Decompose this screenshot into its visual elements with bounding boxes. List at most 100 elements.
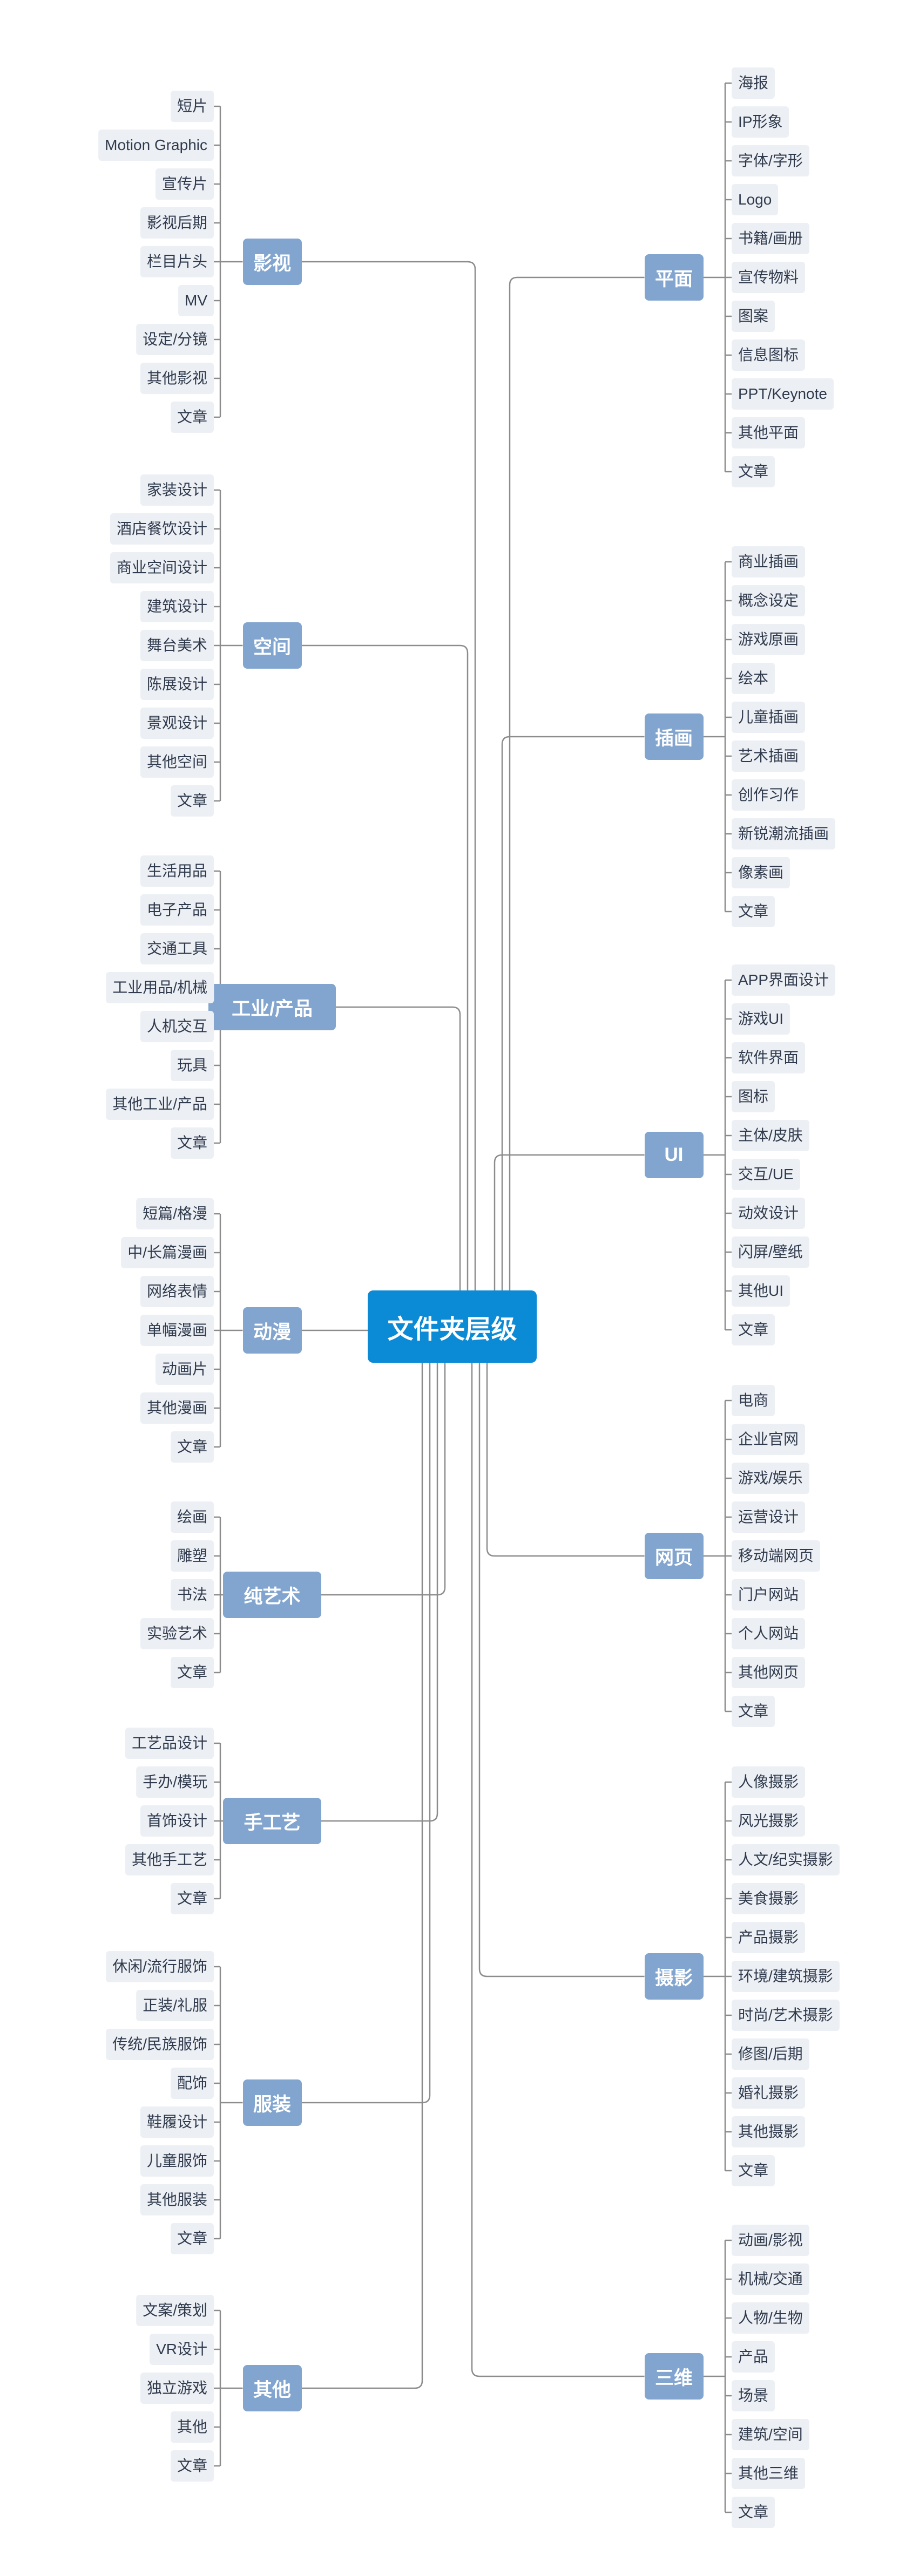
leaf-node[interactable]: 艺术插画 [732, 740, 806, 772]
leaf-node[interactable]: 其他 [170, 2411, 214, 2443]
leaf-node[interactable]: 人物/生物 [732, 2302, 809, 2334]
leaf-node[interactable]: 人文/纪实摄影 [732, 1844, 840, 1875]
leaf-node[interactable]: 其他三维 [732, 2458, 806, 2489]
leaf-node[interactable]: 商业插画 [732, 546, 806, 577]
leaf-node[interactable]: 游戏/娱乐 [732, 1463, 809, 1494]
leaf-node[interactable]: 短篇/格漫 [136, 1198, 214, 1229]
leaf-node[interactable]: 其他摄影 [732, 2116, 806, 2147]
branch-node[interactable]: 空间 [242, 622, 302, 669]
branch-node[interactable]: 平面 [644, 254, 704, 301]
leaf-node[interactable]: 其他空间 [140, 746, 214, 778]
leaf-node[interactable]: 门户网站 [732, 1579, 806, 1610]
leaf-node[interactable]: 其他影视 [140, 363, 214, 394]
leaf-node[interactable]: 电商 [732, 1385, 775, 1416]
leaf-node[interactable]: 海报 [732, 67, 775, 99]
leaf-node[interactable]: 交互/UE [732, 1159, 800, 1190]
leaf-node[interactable]: 书籍/画册 [732, 223, 809, 254]
leaf-node[interactable]: 其他平面 [732, 417, 806, 448]
leaf-node[interactable]: 文案/策划 [136, 2295, 214, 2326]
leaf-node[interactable]: 时尚/艺术摄影 [732, 2000, 840, 2031]
leaf-node[interactable]: 修图/后期 [732, 2038, 809, 2070]
branch-node[interactable]: 插画 [644, 713, 704, 760]
leaf-node[interactable]: 单幅漫画 [140, 1315, 214, 1346]
leaf-node[interactable]: 生活用品 [140, 855, 214, 887]
branch-node[interactable]: 影视 [242, 239, 302, 285]
leaf-node[interactable]: 移动端网页 [732, 1540, 821, 1572]
leaf-node[interactable]: 文章 [732, 1314, 775, 1345]
branch-node[interactable]: 服装 [242, 2079, 302, 2126]
leaf-node[interactable]: 绘本 [732, 663, 775, 694]
leaf-node[interactable]: 儿童服饰 [140, 2145, 214, 2177]
leaf-node[interactable]: 书法 [170, 1579, 214, 1610]
leaf-node[interactable]: 建筑/空间 [732, 2419, 809, 2450]
leaf-node[interactable]: 实验艺术 [140, 1618, 214, 1649]
leaf-node[interactable]: 文章 [732, 2155, 775, 2186]
leaf-node[interactable]: 宣传物料 [732, 262, 806, 293]
leaf-node[interactable]: 正装/礼服 [136, 1990, 214, 2021]
leaf-node[interactable]: VR设计 [150, 2334, 214, 2365]
leaf-node[interactable]: 景观设计 [140, 708, 214, 739]
leaf-node[interactable]: 设定/分镜 [136, 324, 214, 355]
leaf-node[interactable]: 动画片 [155, 1354, 214, 1385]
leaf-node[interactable]: 商业空间设计 [110, 552, 214, 583]
leaf-node[interactable]: 文章 [170, 1883, 214, 1914]
leaf-node[interactable]: 栏目片头 [140, 246, 214, 277]
leaf-node[interactable]: 动效设计 [732, 1198, 806, 1229]
leaf-node[interactable]: 文章 [170, 2223, 214, 2254]
leaf-node[interactable]: 环境/建筑摄影 [732, 1961, 840, 1992]
leaf-node[interactable]: MV [178, 285, 214, 316]
leaf-node[interactable]: 酒店餐饮设计 [110, 513, 214, 545]
leaf-node[interactable]: 工业用品/机械 [106, 972, 214, 1003]
leaf-node[interactable]: 人像摄影 [732, 1766, 806, 1798]
leaf-node[interactable]: 舞台美术 [140, 630, 214, 661]
leaf-node[interactable]: 文章 [170, 1431, 214, 1463]
leaf-node[interactable]: 中/长篇漫画 [121, 1237, 214, 1268]
leaf-node[interactable]: PPT/Keynote [732, 378, 834, 410]
leaf-node[interactable]: 儿童插画 [732, 702, 806, 733]
leaf-node[interactable]: APP界面设计 [732, 964, 836, 996]
leaf-node[interactable]: 工艺品设计 [125, 1728, 214, 1759]
leaf-node[interactable]: 文章 [170, 2450, 214, 2482]
leaf-node[interactable]: 文章 [170, 402, 214, 433]
leaf-node[interactable]: 文章 [732, 1696, 775, 1727]
leaf-node[interactable]: 其他服装 [140, 2184, 214, 2215]
leaf-node[interactable]: 闪屏/壁纸 [732, 1236, 809, 1268]
branch-node[interactable]: 纯艺术 [223, 1572, 321, 1618]
leaf-node[interactable]: 主体/皮肤 [732, 1120, 809, 1151]
leaf-node[interactable]: 建筑设计 [140, 591, 214, 622]
leaf-node[interactable]: 动画/影视 [732, 2225, 809, 2256]
branch-node[interactable]: 摄影 [644, 1953, 704, 2000]
leaf-node[interactable]: 电子产品 [140, 894, 214, 926]
leaf-node[interactable]: 休闲/流行服饰 [106, 1951, 214, 1982]
leaf-node[interactable]: 字体/字形 [732, 145, 809, 176]
leaf-node[interactable]: 网络表情 [140, 1276, 214, 1307]
leaf-node[interactable]: 文章 [732, 896, 775, 927]
leaf-node[interactable]: Motion Graphic [98, 130, 214, 161]
leaf-node[interactable]: 绘画 [170, 1501, 214, 1533]
leaf-node[interactable]: 宣传片 [155, 168, 214, 200]
leaf-node[interactable]: 图案 [732, 301, 775, 332]
leaf-node[interactable]: 文章 [732, 456, 775, 487]
branch-node[interactable]: 网页 [644, 1533, 704, 1579]
leaf-node[interactable]: 场景 [732, 2380, 775, 2411]
leaf-node[interactable]: 人机交互 [140, 1011, 214, 1042]
root-node[interactable]: 文件夹层级 [368, 1290, 537, 1363]
leaf-node[interactable]: 雕塑 [170, 1540, 214, 1572]
branch-node[interactable]: 工业/产品 [208, 984, 336, 1030]
leaf-node[interactable]: 文章 [170, 1127, 214, 1159]
branch-node[interactable]: 其他 [242, 2365, 302, 2411]
leaf-node[interactable]: 首饰设计 [140, 1805, 214, 1837]
leaf-node[interactable]: 游戏UI [732, 1003, 790, 1035]
leaf-node[interactable]: 软件界面 [732, 1042, 806, 1073]
leaf-node[interactable]: 鞋履设计 [140, 2106, 214, 2138]
leaf-node[interactable]: 影视后期 [140, 207, 214, 239]
leaf-node[interactable]: 文章 [170, 1657, 214, 1688]
leaf-node[interactable]: 图标 [732, 1081, 775, 1112]
leaf-node[interactable]: 其他漫画 [140, 1392, 214, 1424]
branch-node[interactable]: UI [644, 1132, 704, 1178]
leaf-node[interactable]: 独立游戏 [140, 2373, 214, 2404]
leaf-node[interactable]: IP形象 [732, 106, 789, 138]
leaf-node[interactable]: 像素画 [732, 857, 790, 888]
leaf-node[interactable]: 配饰 [170, 2068, 214, 2099]
branch-node[interactable]: 三维 [644, 2353, 704, 2400]
